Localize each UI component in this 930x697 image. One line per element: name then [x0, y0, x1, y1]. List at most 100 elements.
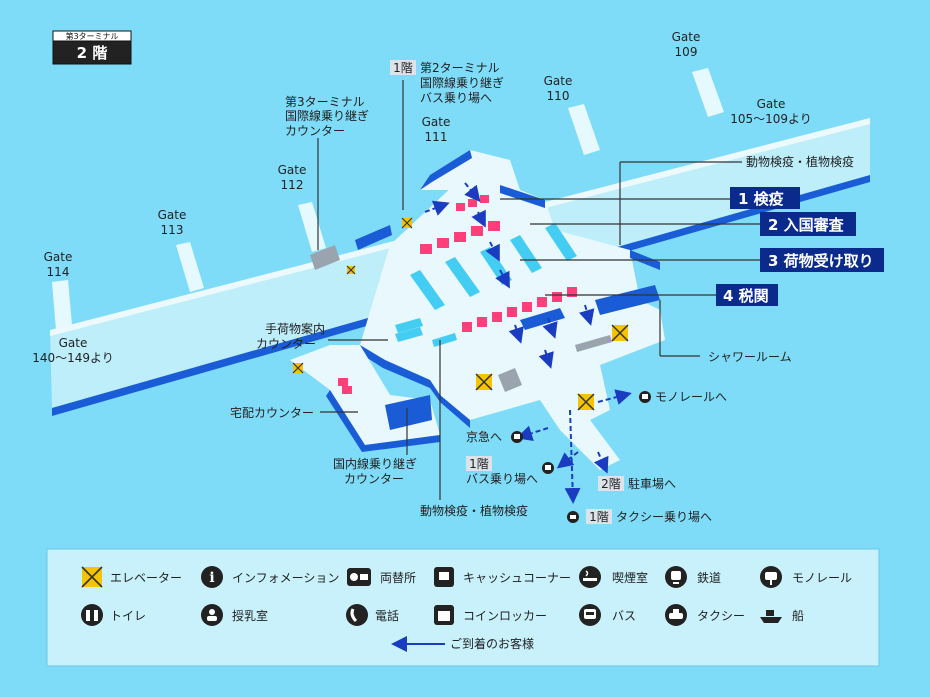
gate-140-line1: Gate — [59, 336, 88, 350]
gate-109-line2: 109 — [675, 45, 698, 59]
bus-legend-icon — [579, 604, 601, 626]
legend-cash: キャッシュコーナー — [463, 571, 571, 585]
legend: エレベーター i インフォメーション 両替所 キャッシュコーナー 喫煙室 鉄道 … — [46, 548, 880, 667]
procedure-steps: 1 検疫 2 入国審査 3 荷物受け取り 4 税関 — [716, 187, 884, 306]
elevator-icons — [292, 217, 629, 411]
step-3-box — [760, 248, 884, 272]
bus-floor: 1階 — [469, 456, 489, 471]
step-2-label: 2 入国審査 — [768, 216, 845, 234]
bus-floor-badge — [466, 456, 492, 471]
domestic-1: 国内線乗り継ぎ — [333, 456, 417, 471]
legend-toilet: トイレ — [110, 609, 146, 623]
step-2-box — [760, 212, 856, 236]
domestic-2: カウンター — [344, 472, 404, 486]
gate-fingers — [52, 68, 724, 330]
gate-105-line1: Gate — [757, 97, 786, 111]
cash-icon — [434, 567, 454, 587]
step-1-box — [730, 187, 800, 209]
t2-line2: 国際線乗り継ぎ — [420, 75, 504, 90]
taxi-direction: タクシー乗り場へ — [616, 510, 712, 524]
monorail-icon — [639, 391, 651, 403]
gate-113-line1: Gate — [158, 208, 187, 222]
gate-112-line2: 112 — [281, 178, 304, 192]
step-3-label: 3 荷物受け取り — [768, 252, 874, 270]
gate-113-line2: 113 — [161, 223, 184, 237]
gate-110-line2: 110 — [547, 89, 570, 103]
legend-rail: 鉄道 — [697, 570, 721, 585]
legend-taxi: タクシー — [697, 609, 745, 623]
bus-direction: バス乗り場へ — [466, 472, 538, 486]
legend-nursing: 授乳室 — [232, 608, 268, 623]
gate-105-line2: 105〜109より — [730, 112, 812, 126]
gate-114-line1: Gate — [44, 250, 73, 264]
gate-109-line1: Gate — [672, 30, 701, 44]
svg-text:i: i — [209, 570, 214, 586]
t2-line3: バス乗り場へ — [420, 91, 492, 105]
gate-labels: Gate 109 Gate 110 Gate 105〜109より Gate 11… — [32, 30, 812, 365]
t3-line1: 第3ターミナル — [285, 95, 365, 109]
taxi-legend-icon — [665, 604, 687, 626]
ship-icon — [760, 610, 782, 623]
legend-exchange: 両替所 — [380, 571, 416, 585]
quarantine-top: 動物検疫・植物検疫 — [746, 154, 854, 169]
legend-info: インフォメーション — [232, 571, 339, 585]
gate-111-line1: Gate — [422, 115, 451, 129]
area-labels: 1階 第2ターミナル 国際線乗り継ぎ バス乗り場へ 第3ターミナル 国際線乗り継… — [230, 60, 854, 524]
floor-badge-terminal: 第3ターミナル — [65, 31, 118, 41]
baggage-info-1: 手荷物案内 — [265, 321, 325, 336]
flow-arrows — [424, 182, 632, 504]
locker-icon — [434, 605, 454, 625]
bus-icon — [542, 462, 554, 474]
smoking-icon — [579, 566, 601, 588]
legend-elevator: エレベーター — [110, 571, 182, 585]
gate-111-line2: 111 — [425, 130, 448, 144]
floor-badge: 第3ターミナル 2 階 — [52, 30, 132, 65]
legend-phone: 電話 — [375, 608, 399, 623]
nursing-icon — [201, 604, 223, 626]
monorail-direction: モノレールへ — [655, 390, 727, 404]
legend-monorail: モノレール — [792, 571, 852, 585]
taxi-floor-badge — [586, 509, 612, 524]
legend-arrival: ご到着のお客様 — [450, 636, 534, 651]
rail-icon — [511, 431, 523, 443]
keikyu-direction: 京急へ — [466, 429, 502, 444]
escalators — [310, 245, 612, 392]
delivery-counter: 宅配カウンター — [230, 405, 314, 420]
floor-badge-level: 2 階 — [77, 44, 108, 62]
step-4-label: 4 税関 — [723, 287, 769, 305]
t2-floor: 1階 — [393, 60, 413, 75]
gate-140-line2: 140〜149より — [32, 351, 114, 365]
taxi-floor: 1階 — [589, 509, 609, 524]
legend-bus: バス — [612, 609, 636, 623]
step-4-box — [716, 284, 778, 306]
phone-icon — [346, 604, 368, 626]
parking-direction: 駐車場へ — [628, 476, 676, 491]
step-1-label: 1 検疫 — [738, 190, 784, 208]
leader-lines — [317, 80, 760, 500]
t3-line3: カウンター — [285, 124, 345, 138]
gate-114-line2: 114 — [47, 265, 70, 279]
exchange-icon — [347, 568, 371, 586]
legend-locker: コインロッカー — [463, 609, 547, 623]
elevator-icon — [81, 566, 103, 588]
legend-smoking: 喫煙室 — [612, 570, 648, 585]
monorail-legend-icon — [760, 566, 782, 588]
quarantine-bottom: 動物検疫・植物検疫 — [420, 503, 528, 518]
t3-line2: 国際線乗り継ぎ — [285, 108, 369, 123]
baggage-info-2: カウンター — [256, 337, 316, 351]
gate-112-line1: Gate — [278, 163, 307, 177]
t2-line1: 第2ターミナル — [420, 61, 500, 75]
rail-legend-icon — [665, 566, 687, 588]
info-icon: i — [201, 566, 223, 588]
taxi-icon — [567, 511, 579, 523]
counters — [338, 195, 577, 394]
parking-floor-badge — [598, 476, 624, 491]
t2-floor-badge — [390, 60, 416, 75]
gate-110-line1: Gate — [544, 74, 573, 88]
shower-room: シャワールーム — [708, 350, 792, 364]
toilet-icon — [81, 604, 103, 626]
parking-floor: 2階 — [601, 476, 621, 491]
legend-ship: 船 — [792, 609, 804, 623]
